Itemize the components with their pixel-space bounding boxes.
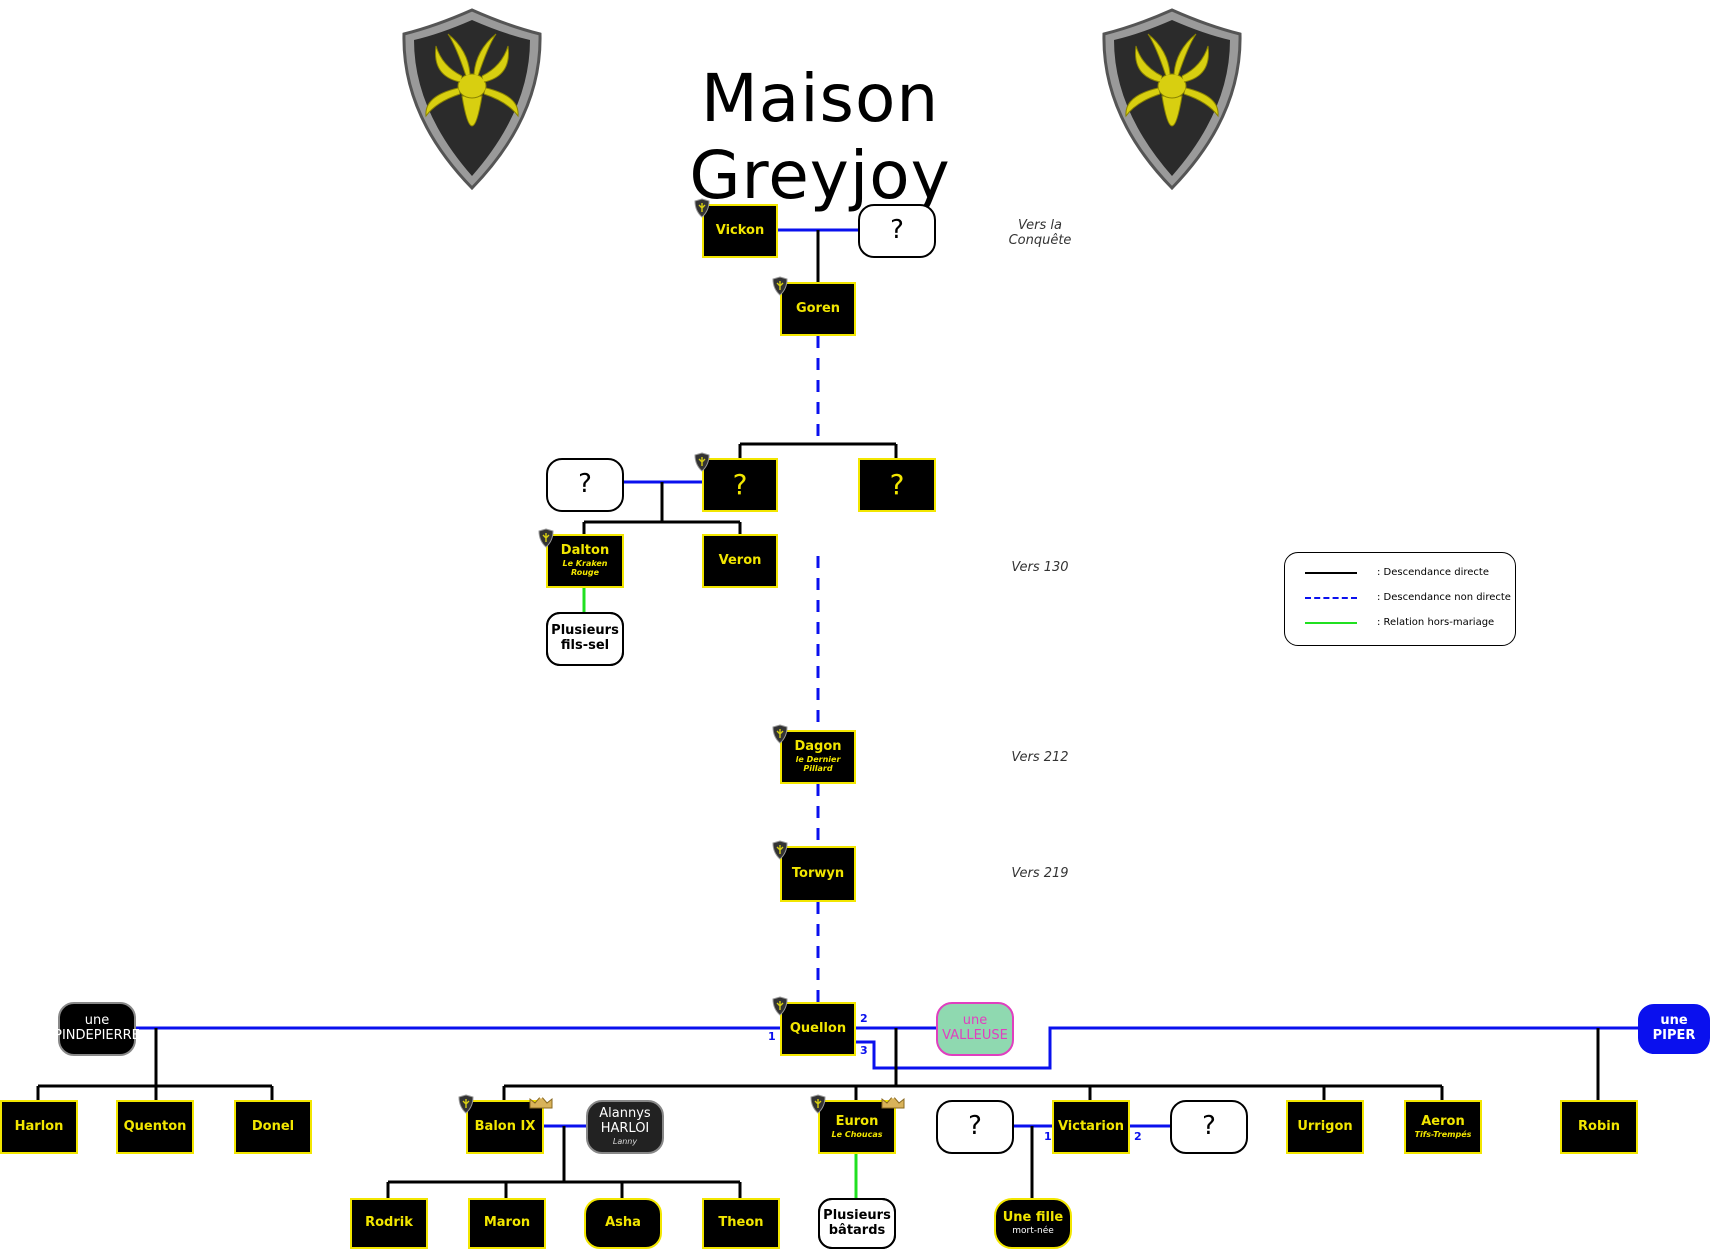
- person-unknown-brother[interactable]: ?: [858, 458, 936, 512]
- person-asha[interactable]: Asha: [584, 1198, 662, 1249]
- person-veron[interactable]: Veron: [702, 534, 778, 588]
- victarion-marriage-number-1: 1: [1044, 1130, 1052, 1143]
- lord-badge-dalton-icon: [538, 528, 554, 548]
- euron-epithet: Le Choucas: [831, 1129, 883, 1139]
- person-aeron[interactable]: Aeron Tifs-Trempés: [1404, 1100, 1482, 1154]
- person-donel[interactable]: Donel: [234, 1100, 312, 1154]
- person-harlon[interactable]: Harlon: [0, 1100, 78, 1154]
- person-torwyn[interactable]: Torwyn: [780, 846, 856, 902]
- person-vickon-wife[interactable]: ?: [858, 204, 936, 258]
- person-unknown-lord[interactable]: ?: [702, 458, 778, 512]
- marriage-number-3: 3: [860, 1044, 868, 1057]
- lord-badge-balon-icon: [458, 1094, 474, 1114]
- person-victarion-wife-1[interactable]: ?: [936, 1100, 1014, 1154]
- person-vickon[interactable]: Vickon: [702, 204, 778, 258]
- person-wife-pindepierre[interactable]: une PINDEPIERRE: [54, 1002, 140, 1056]
- era-conquest: Vers la Conquête: [1008, 218, 1072, 248]
- legend-direct: : Descendance directe: [1305, 567, 1489, 578]
- lord-badge-euron-icon: [810, 1094, 826, 1114]
- person-robin[interactable]: Robin: [1560, 1100, 1638, 1154]
- greyjoy-shield-right-icon: [1102, 8, 1242, 191]
- person-quenton[interactable]: Quenton: [116, 1100, 194, 1154]
- legend: : Descendance directe : Descendance non …: [1284, 552, 1516, 646]
- person-alannys[interactable]: Alannys HARLOI Lanny: [586, 1100, 664, 1154]
- crown-euron-icon: [881, 1095, 905, 1109]
- person-goren[interactable]: Goren: [780, 282, 856, 336]
- era-130: Vers 130: [1011, 560, 1069, 575]
- dalton-bastards[interactable]: Plusieurs fils-sel: [546, 612, 624, 666]
- legend-indirect: : Descendance non directe: [1305, 592, 1511, 603]
- lord-badge-dagon-icon: [772, 724, 788, 744]
- lord-badge-torwyn-icon: [772, 840, 788, 860]
- person-rodrik[interactable]: Rodrik: [350, 1198, 428, 1249]
- era-219: Vers 219: [1011, 866, 1069, 881]
- person-wife-piper[interactable]: une PIPER: [1638, 1004, 1710, 1054]
- person-wife-valleuse[interactable]: une VALLEUSE: [936, 1002, 1014, 1056]
- person-urrigon[interactable]: Urrigon: [1286, 1100, 1364, 1154]
- page-title: Maison Greyjoy: [689, 60, 951, 214]
- legend-extramarital: : Relation hors-mariage: [1305, 617, 1494, 628]
- person-victarion-wife-2[interactable]: ?: [1170, 1100, 1248, 1154]
- lord-badge-unknown-icon: [694, 452, 710, 472]
- greyjoy-shield-left-icon: [402, 8, 542, 191]
- person-euron[interactable]: Euron Le Choucas: [818, 1100, 896, 1154]
- euron-bastards[interactable]: Plusieurs bâtards: [818, 1198, 896, 1249]
- person-quellon[interactable]: Quellon: [780, 1002, 856, 1056]
- person-victarion[interactable]: Victarion: [1052, 1100, 1130, 1154]
- aeron-epithet: Tifs-Trempés: [1414, 1129, 1472, 1139]
- dalton-epithet: Le Kraken Rouge: [562, 559, 608, 578]
- era-212: Vers 212: [1011, 750, 1069, 765]
- marriage-number-1: 1: [768, 1030, 776, 1043]
- lord-badge-vickon-icon: [694, 198, 710, 218]
- marriage-number-2: 2: [860, 1012, 868, 1025]
- person-balon[interactable]: Balon IX: [466, 1100, 544, 1154]
- person-theon[interactable]: Theon: [702, 1198, 780, 1249]
- lord-badge-quellon-icon: [772, 996, 788, 1016]
- person-victarion-daughter[interactable]: Une fille mort-née: [994, 1198, 1072, 1249]
- person-dalton[interactable]: Dalton Le Kraken Rouge: [546, 534, 624, 588]
- dagon-epithet: le Dernier Pillard: [795, 755, 841, 774]
- victarion-marriage-number-2: 2: [1134, 1130, 1142, 1143]
- person-maron[interactable]: Maron: [468, 1198, 546, 1249]
- person-unknown-wife[interactable]: ?: [546, 458, 624, 512]
- person-dagon[interactable]: Dagon le Dernier Pillard: [780, 730, 856, 784]
- lord-badge-goren-icon: [772, 276, 788, 296]
- crown-balon-icon: [529, 1095, 553, 1109]
